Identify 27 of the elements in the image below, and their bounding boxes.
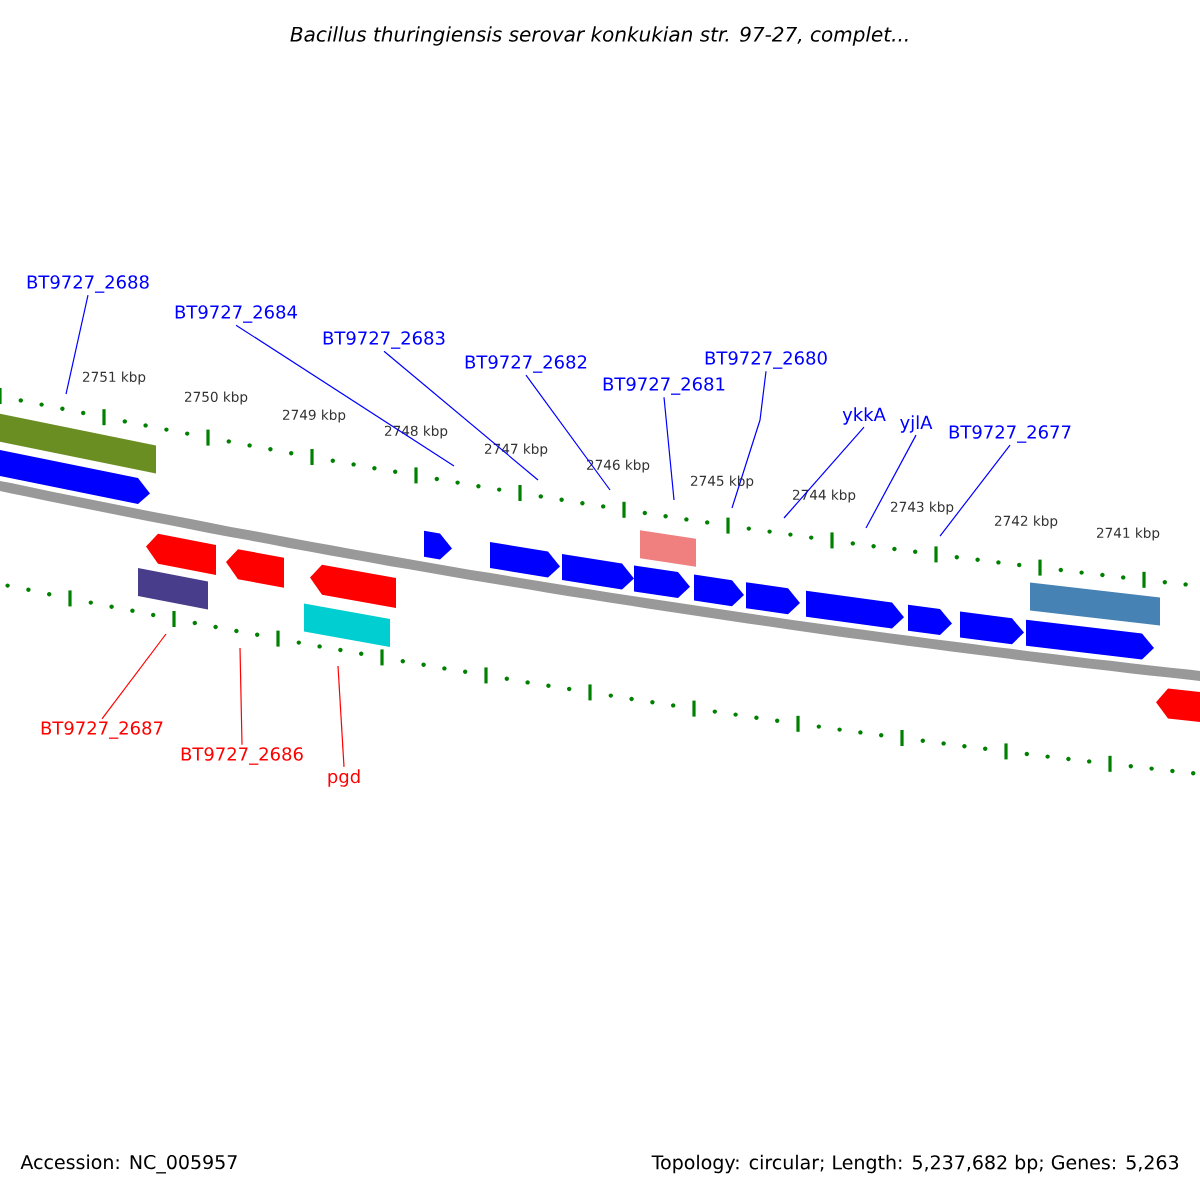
leader-line <box>731 370 767 509</box>
leader-line <box>101 633 167 720</box>
gene-name: BT9727_2686 <box>181 747 303 765</box>
gene-name: BT9727_2683 <box>323 331 445 349</box>
footer-text: Topology: circular; Length: 5,237,682 bp; Genes: 5,263 <box>651 1154 1179 1174</box>
gene-name: BT9727_2682 <box>465 355 587 373</box>
leader-line <box>239 647 243 746</box>
leader-line <box>663 396 675 501</box>
leader-line <box>525 374 611 491</box>
leader-line <box>337 665 345 768</box>
title: Bacillus thuringiensis serovar konkukian str. 97-27, complet... <box>290 26 908 46</box>
gene-name: yjlA <box>900 415 933 433</box>
gene-name: ykkA <box>842 407 886 425</box>
leader-line <box>939 444 1011 537</box>
gene-name: BT9727_2687 <box>41 721 163 739</box>
leader-line <box>783 426 865 519</box>
leader-line <box>65 294 89 395</box>
gene-name: BT9727_2680 <box>705 351 827 369</box>
footer-text: Accession: NC_005957 <box>20 1154 237 1174</box>
gene-name: BT9727_2684 <box>175 305 297 323</box>
gene-name: BT9727_2677 <box>949 425 1071 443</box>
gene-name: BT9727_2681 <box>603 377 725 395</box>
leader-line <box>383 350 539 481</box>
leader-line <box>235 324 455 467</box>
gene-name: BT9727_2688 <box>27 275 149 293</box>
gene-name: pgd <box>328 769 360 787</box>
leader-line <box>865 434 917 529</box>
